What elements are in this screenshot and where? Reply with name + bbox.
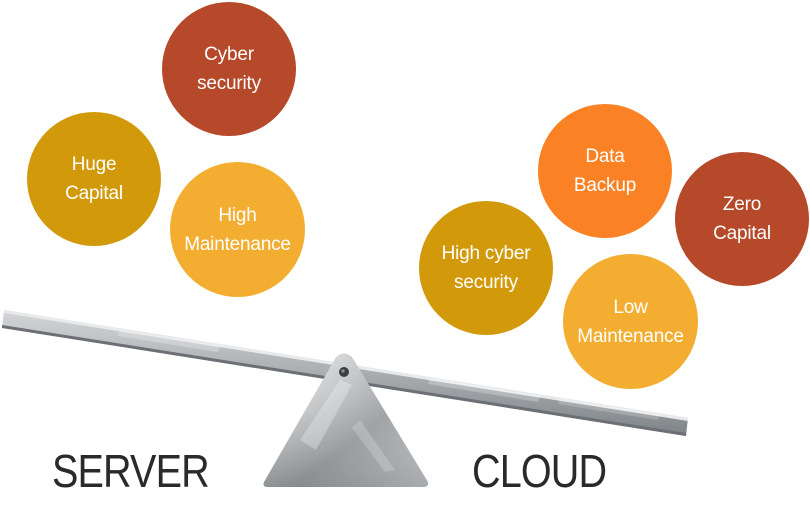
circle-text: High cyber security xyxy=(442,239,531,297)
circle-line-1: Data xyxy=(585,146,625,167)
circle-line-1: Huge xyxy=(71,154,117,175)
circle-zero-capital: Zero Capital xyxy=(675,152,809,286)
circle-line-2: Maintenance xyxy=(577,325,684,347)
label-server: SERVER xyxy=(52,445,210,497)
circle-line-2: security xyxy=(454,272,518,293)
circle-text: High Maintenance xyxy=(184,201,291,259)
circle-text: Zero Capital xyxy=(713,190,771,248)
circle-line-2: Capital xyxy=(713,223,771,244)
circle-high-maintenance: High Maintenance xyxy=(170,162,305,297)
circle-text: Data Backup xyxy=(574,142,636,200)
circle-data-backup: Data Backup xyxy=(538,104,672,238)
circle-huge-capital: Huge Capital xyxy=(27,112,161,246)
seesaw-fulcrum xyxy=(263,353,429,487)
circle-cyber-security: Cyber security xyxy=(162,2,296,136)
circle-high-cyber-security: High cyber security xyxy=(419,201,553,335)
circle-line-2: Backup xyxy=(573,175,637,196)
circle-line-2: security xyxy=(197,73,261,94)
circle-line-1: High cyber xyxy=(441,243,531,264)
circle-line-1: Zero xyxy=(722,194,762,215)
circle-text: Cyber security xyxy=(197,40,261,98)
circle-line-1: High xyxy=(218,204,257,226)
circle-text: Low Maintenance xyxy=(577,293,684,351)
circle-line-1: Low xyxy=(613,296,648,318)
circle-line-2: Maintenance xyxy=(184,233,291,255)
label-cloud: CLOUD xyxy=(472,445,607,497)
circle-low-maintenance: Low Maintenance xyxy=(563,254,698,389)
circle-line-2: Capital xyxy=(65,183,123,204)
circle-line-1: Cyber xyxy=(204,44,254,65)
circle-text: Huge Capital xyxy=(65,150,123,208)
